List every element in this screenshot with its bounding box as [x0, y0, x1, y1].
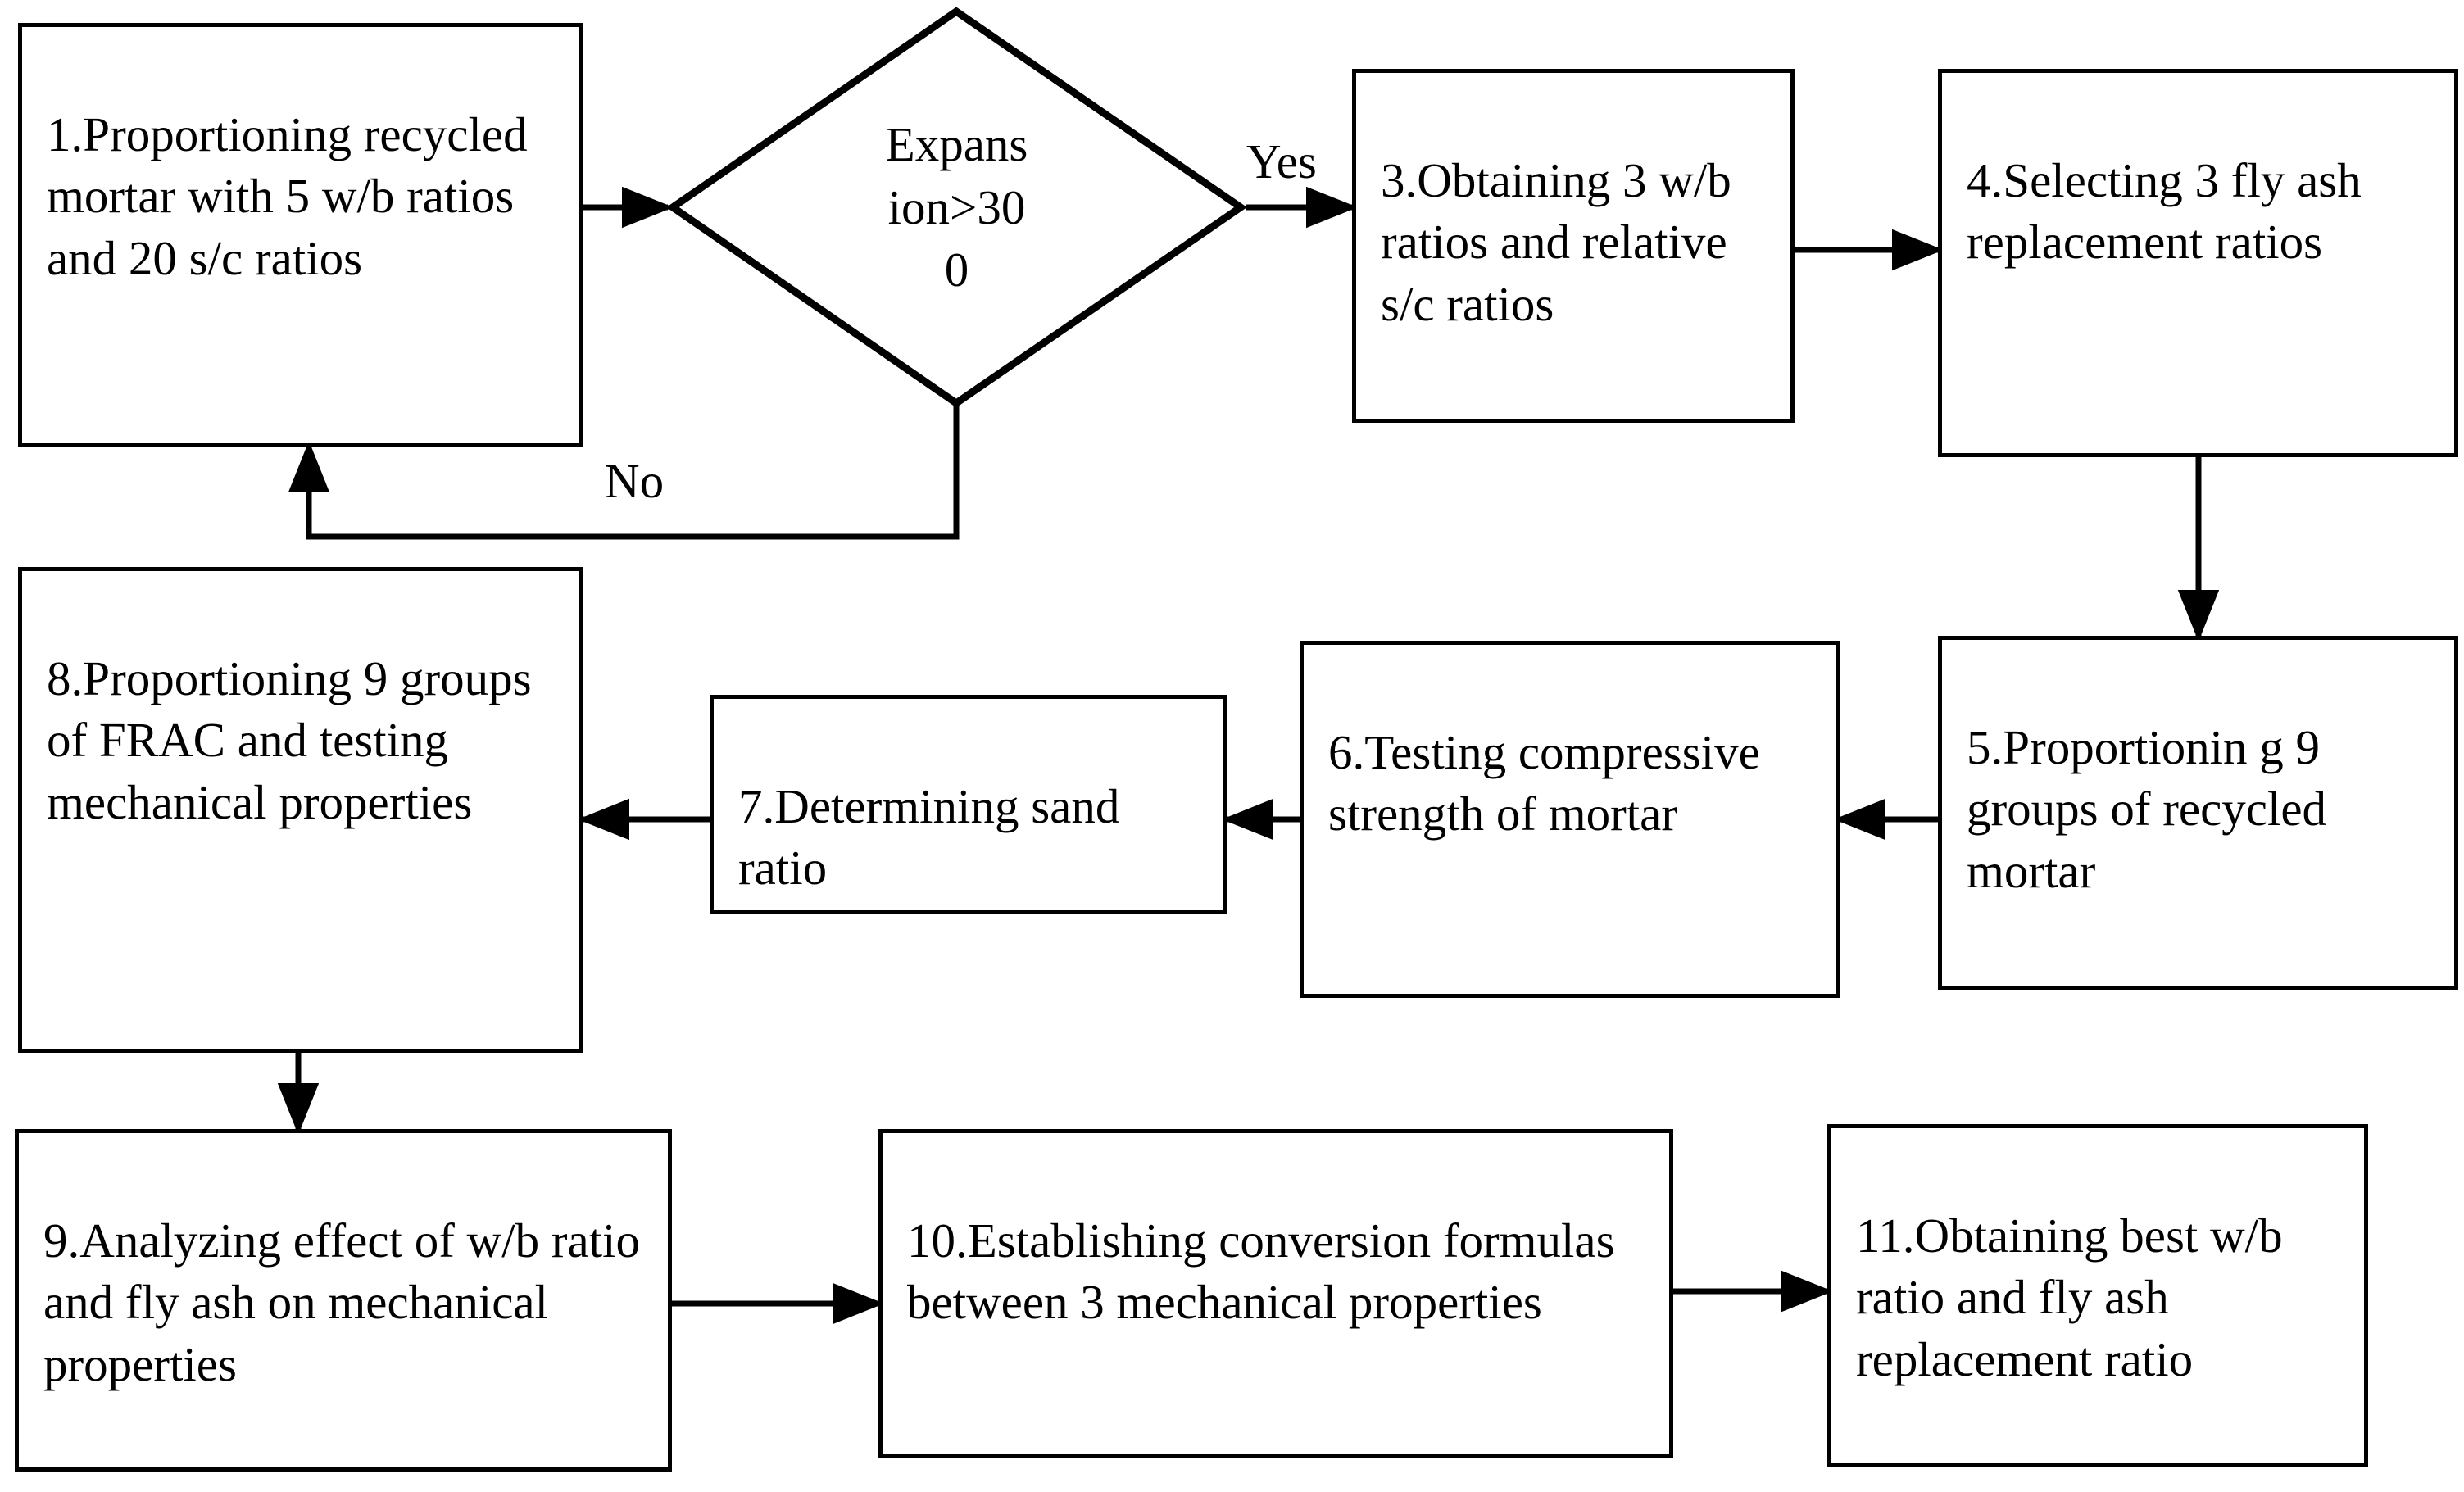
- node-8-label: 8.Proportioning 9 groups of FRAC and tes…: [47, 651, 532, 829]
- node-1-label: 1.Proportioning recycled mortar with 5 w…: [47, 107, 528, 285]
- edge-label-yes: Yes: [1246, 134, 1317, 188]
- node-5-label: 5.Proportionin g 9 groups of recycled mo…: [1967, 719, 2327, 898]
- node-4-selecting-fly-ash-ratios[interactable]: 4.Selecting 3 fly ash replacement ratios: [1938, 69, 2458, 457]
- node-9-analyzing-effect[interactable]: 9.Analyzing effect of w/b ratio and fly …: [15, 1129, 672, 1472]
- node-10-label: 10.Establishing conversion formulas betw…: [907, 1213, 1615, 1330]
- node-3-obtaining-wb-ratios[interactable]: 3.Obtaining 3 w/b ratios and relative s/…: [1352, 69, 1795, 423]
- diamond-shape: [666, 7, 1247, 408]
- node-7-label: 7.Determining sand ratio: [738, 778, 1120, 896]
- node-9-label: 9.Analyzing effect of w/b ratio and fly …: [43, 1213, 640, 1391]
- edge-label-no: No: [605, 454, 665, 508]
- node-10-establishing-conversion-formulas[interactable]: 10.Establishing conversion formulas betw…: [878, 1129, 1673, 1458]
- node-6-label: 6.Testing compressive strength of mortar: [1328, 724, 1760, 841]
- node-1-proportioning-recycled-mortar[interactable]: 1.Proportioning recycled mortar with 5 w…: [18, 23, 583, 447]
- node-11-obtaining-best-ratio[interactable]: 11.Obtaining best w/b ratio and fly ash …: [1827, 1124, 2368, 1467]
- node-7-determining-sand-ratio[interactable]: 7.Determining sand ratio: [710, 695, 1227, 914]
- node-4-label: 4.Selecting 3 fly ash replacement ratios: [1967, 152, 2362, 270]
- node-5-proportioning-recycled-mortar-groups[interactable]: 5.Proportionin g 9 groups of recycled mo…: [1938, 636, 2458, 990]
- node-3-label: 3.Obtaining 3 w/b ratios and relative s/…: [1381, 152, 1731, 331]
- node-6-testing-compressive-strength[interactable]: 6.Testing compressive strength of mortar: [1300, 641, 1840, 998]
- node-11-label: 11.Obtaining best w/b ratio and fly ash …: [1856, 1208, 2283, 1386]
- node-2-decision-expansion[interactable]: Expans ion>30 0: [666, 7, 1247, 408]
- node-8-proportioning-frac[interactable]: 8.Proportioning 9 groups of FRAC and tes…: [18, 567, 583, 1053]
